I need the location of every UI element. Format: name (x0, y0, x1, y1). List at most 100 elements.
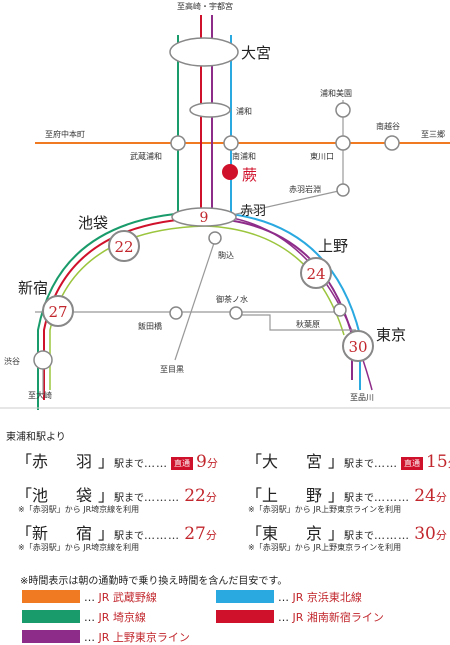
higashi-kawaguchi-marker[interactable] (335, 135, 351, 151)
shibuya-marker[interactable] (33, 350, 53, 370)
legend-label: JR 湘南新宿ライン (292, 611, 384, 624)
entry-unit: 分 (435, 491, 447, 504)
entry-tokyo: 「東 京」駅まで……… 30分 (246, 524, 447, 544)
iidabashi-marker[interactable] (169, 306, 183, 320)
urawa-misono-marker[interactable] (335, 102, 351, 118)
legend-swatch-keihin (216, 590, 274, 603)
entry-minutes: 15 (426, 452, 448, 472)
entry-unit: 分 (205, 529, 217, 542)
legend-swatch-saikyo (22, 610, 80, 623)
dir-shinagawa: 至品川 (350, 393, 374, 402)
legend-dots: … (278, 611, 289, 624)
entry-note: ※「赤羽駅」から JR上野東京ラインを利用 (248, 543, 402, 552)
label-urawa: 浦和 (236, 106, 252, 116)
route-map: 9 22 24 27 30 至高崎・宇都宮 至府中本町 至三郷 至大崎 至目黒 … (0, 1, 450, 410)
entry-suffix: 駅まで (114, 531, 145, 542)
dir-takasaki: 至高崎・宇都宮 (177, 1, 233, 11)
legend-label: JR 埼京線 (98, 611, 146, 624)
entry-dots: ……… (374, 529, 411, 542)
legend-musashino: … JR 武蔵野線 (84, 589, 157, 605)
akabane-iwabuchi-marker[interactable] (336, 183, 350, 197)
omiya-marker[interactable] (169, 37, 239, 67)
east-gray-line (240, 314, 356, 331)
entry-station: 新 宿 (32, 524, 99, 543)
legend-saikyo: … JR 埼京線 (84, 609, 146, 625)
minami-koshigaya-marker[interactable] (384, 135, 400, 151)
entry-ikebukuro: 「池 袋」駅まで……… 22分 (16, 486, 217, 506)
akihabara-marker[interactable] (333, 303, 347, 317)
label-urawa-misono: 浦和美園 (320, 88, 352, 98)
legend-label: JR 京浜東北線 (292, 591, 362, 604)
ikebukuro-time-marker[interactable] (108, 230, 140, 262)
entry-suffix: 駅まで (114, 459, 145, 470)
entry-station: 池 袋 (32, 486, 99, 505)
entry-station: 東 京 (262, 524, 329, 543)
label-minami-urawa: 南浦和 (232, 151, 256, 161)
label-komagome: 駒込 (218, 250, 234, 260)
label-minami-koshigaya: 南越谷 (376, 121, 400, 131)
entry-minutes: 27 (184, 524, 206, 544)
minami-urawa-marker[interactable] (223, 135, 239, 151)
ochanomizu-marker[interactable] (229, 306, 243, 320)
entry-dots: …… (144, 457, 169, 470)
dir-mejiro: 至目黒 (160, 365, 184, 374)
warabi-marker[interactable] (222, 164, 238, 180)
entry-station: 上 野 (262, 486, 329, 505)
entry-station: 大 宮 (262, 452, 329, 471)
dir-osaki: 至大崎 (28, 390, 52, 400)
ikebukuro-time: 22 (114, 238, 133, 256)
entry-unit: 分 (206, 457, 218, 470)
label-shinjuku: 新宿 (18, 279, 48, 297)
label-ueno: 上野 (318, 237, 348, 255)
entry-minutes: 9 (196, 452, 207, 472)
entry-suffix: 駅まで (114, 493, 145, 504)
legend-swatch-musashino (22, 590, 80, 603)
legend-swatch-shonan (216, 610, 274, 623)
notice-text: ※時間表示は朝の通勤時で乗り換え時間を含んだ目安です。 (20, 576, 288, 587)
akabane-marker[interactable] (171, 207, 237, 227)
legend-dots: … (84, 591, 95, 604)
direct-badge: 直通 (401, 457, 424, 470)
entry-dots: ……… (144, 529, 181, 542)
entry-minutes: 22 (184, 486, 206, 506)
shinjuku-time-marker[interactable] (42, 295, 74, 327)
entry-suffix: 駅まで (344, 531, 375, 542)
entry-suffix: 駅まで (344, 493, 375, 504)
legend-ueno-tokyo: … JR 上野東京ライン (84, 629, 190, 645)
tokyo-time-marker[interactable] (342, 330, 374, 362)
label-akabane: 赤羽 (240, 204, 266, 219)
akabane-time: 9 (200, 210, 209, 226)
tokyo-time: 30 (348, 338, 367, 356)
entry-note: ※「赤羽駅」から JR上野東京ラインを利用 (248, 505, 402, 514)
label-tokyo: 東京 (376, 326, 406, 344)
label-akabane-iwabuchi: 赤羽岩淵 (289, 184, 321, 194)
entry-note: ※「赤羽駅」から JR埼京線を利用 (18, 543, 140, 552)
legend-dots: … (84, 631, 95, 644)
label-akihabara: 秋葉原 (296, 319, 320, 329)
legend-keihin: … JR 京浜東北線 (278, 589, 362, 605)
entry-minutes: 24 (414, 486, 436, 506)
dir-fuchu: 至府中本町 (45, 129, 85, 139)
ueno-time-marker[interactable] (300, 257, 332, 289)
dir-misato: 至三郷 (421, 130, 445, 139)
legend-label: JR 武蔵野線 (98, 591, 157, 604)
mejiro-line (174, 239, 216, 361)
komagome-marker[interactable] (208, 231, 222, 245)
musashi-urawa-marker[interactable] (170, 135, 186, 151)
entry-note: ※「赤羽駅」から JR埼京線を利用 (18, 505, 140, 514)
entry-dots: ……… (144, 491, 181, 504)
entry-unit: 分 (448, 457, 450, 470)
label-higashi-kawaguchi: 東川口 (310, 151, 334, 161)
label-ikebukuro: 池袋 (78, 214, 108, 232)
entry-unit: 分 (205, 491, 217, 504)
label-iidabashi: 飯田橋 (138, 321, 162, 331)
entry-omiya: 「大 宮」駅まで……直通15分 (246, 448, 450, 472)
legend-label: JR 上野東京ライン (98, 631, 190, 644)
ueno-time: 24 (306, 265, 325, 283)
urawa-marker[interactable] (189, 102, 231, 118)
entry-station: 赤 羽 (32, 452, 99, 471)
direct-badge: 直通 (171, 457, 194, 470)
saitama-to-akabane (231, 189, 344, 216)
